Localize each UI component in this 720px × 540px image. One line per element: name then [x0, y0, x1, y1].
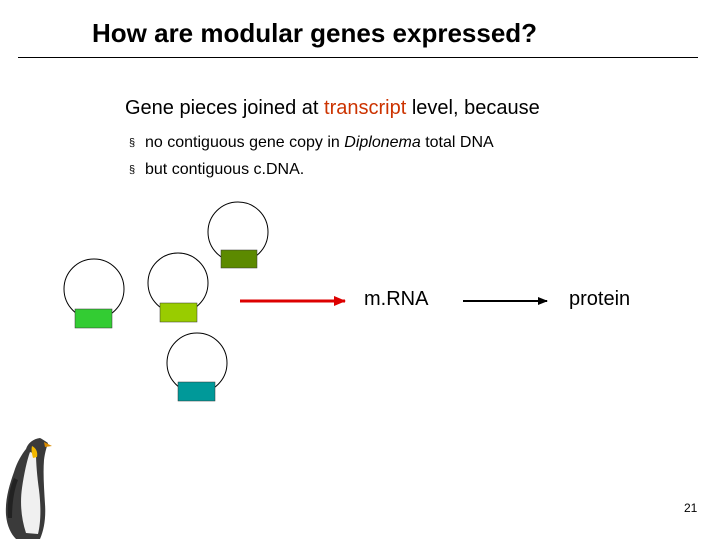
- lead-text: Gene pieces joined at transcript level, …: [125, 97, 540, 120]
- gene-module: [159, 302, 198, 323]
- penguin-beak-shape: [44, 442, 52, 447]
- penguin-belly-shape: [21, 452, 41, 534]
- gene-module: [74, 308, 113, 329]
- page-number: 21: [684, 501, 698, 515]
- penguin-neck-patch-shape: [31, 446, 38, 458]
- gene-module: [220, 249, 258, 269]
- slide-title: How are modular genes expressed?: [92, 18, 538, 48]
- bullet-marker: §: [129, 164, 136, 176]
- bullet-emphasis: Diplonema: [344, 134, 421, 151]
- mrna-label: m.RNA: [364, 288, 429, 310]
- bullet-marker: §: [129, 137, 136, 149]
- protein-label: protein: [569, 288, 631, 310]
- lead-text-start: Gene pieces joined at: [125, 97, 325, 119]
- bullet-item: § but contiguous c.DNA.: [129, 159, 494, 186]
- lead-highlight: transcript: [324, 97, 407, 119]
- penguin-flipper-shape: [7, 478, 18, 518]
- lead-text-end: level, because: [406, 97, 540, 119]
- bullet-item: § no contiguous gene copy in Diplonema to…: [129, 132, 494, 159]
- gene-module: [177, 381, 216, 402]
- bullet-text: no contiguous gene copy in: [145, 134, 345, 151]
- title-divider: [18, 57, 698, 58]
- bullet-list: § no contiguous gene copy in Diplonema to…: [129, 132, 494, 186]
- bullet-text-end: total DNA: [420, 134, 494, 151]
- penguin-illustration-icon: [5, 438, 52, 539]
- bullet-text: but contiguous c.DNA.: [145, 161, 305, 178]
